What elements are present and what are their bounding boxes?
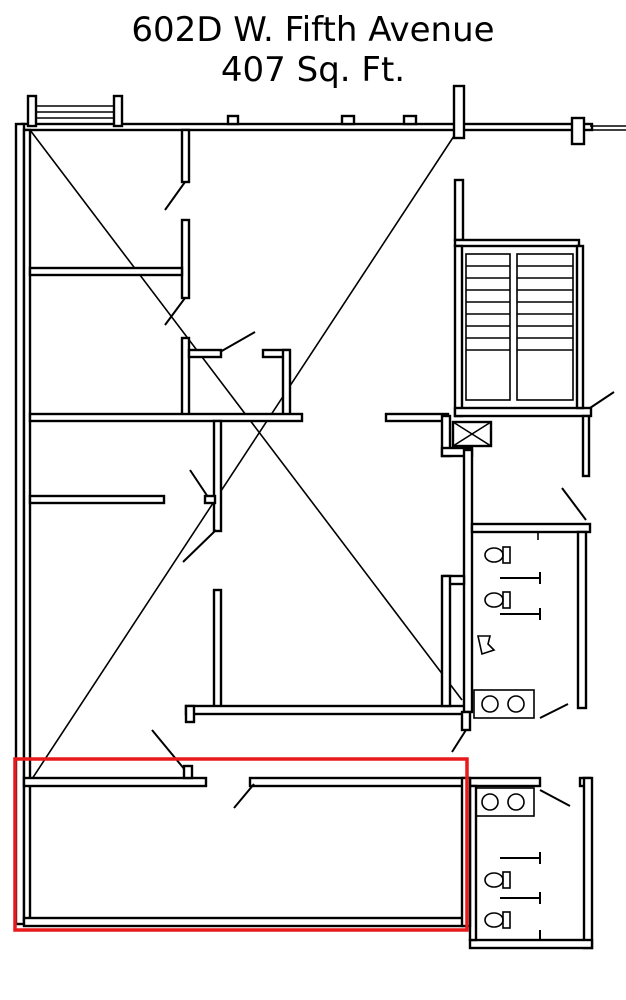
middle-left-offices: [28, 419, 468, 724]
toilet-icon: [484, 591, 511, 609]
upper-left-offices: [28, 128, 450, 423]
exterior-walls: [14, 84, 626, 928]
title-area: 407 Sq. Ft.: [220, 50, 406, 90]
stair-treads: [465, 253, 574, 401]
open-space-cross: [29, 129, 463, 783]
building-core: [440, 178, 615, 753]
toilet-icon: [484, 911, 511, 929]
lower-restroom: [468, 776, 594, 950]
sink-icon: [473, 689, 535, 719]
fixture-icon: [477, 635, 496, 656]
title-address: 602D W. Fifth Avenue: [131, 10, 495, 50]
title-block: 602D W. Fifth Avenue 407 Sq. Ft.: [0, 10, 626, 90]
toilet-icon: [484, 546, 511, 564]
toilet-icon: [484, 871, 511, 889]
sink-icon: [475, 787, 535, 817]
suite-highlight-outline: [13, 757, 469, 932]
